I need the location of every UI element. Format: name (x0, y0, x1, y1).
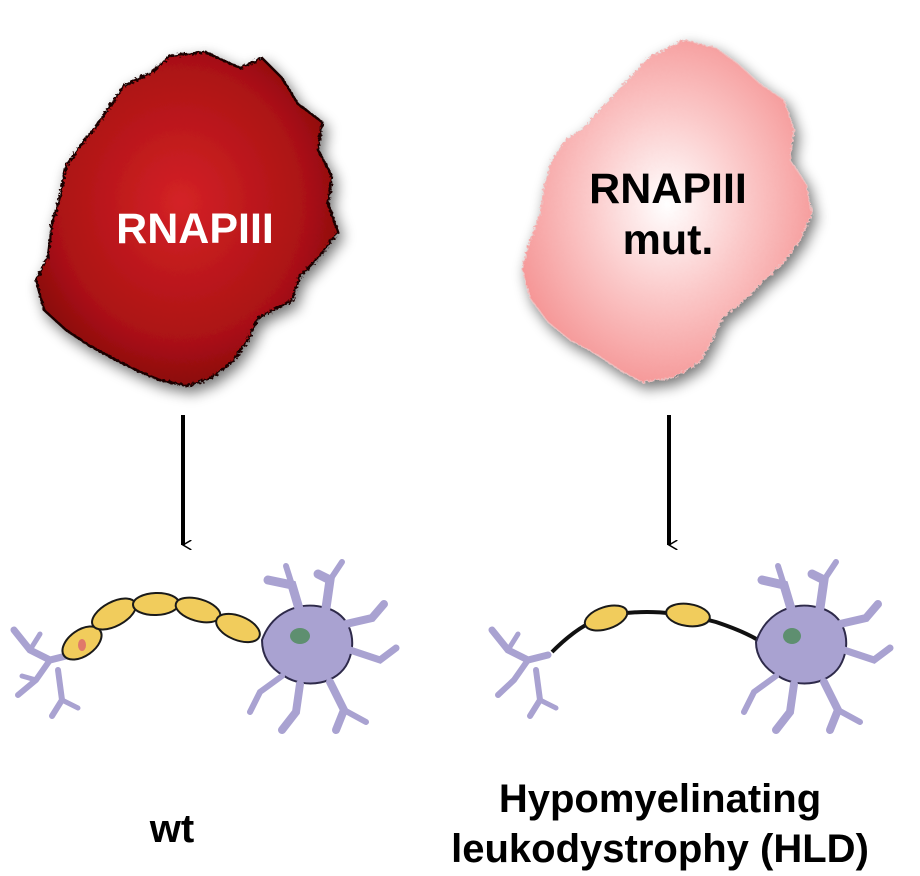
wt-neuron (10, 559, 400, 734)
hld-neuron (488, 559, 894, 734)
wt-axon-terminal (10, 626, 81, 719)
hld-myelin-sheath (583, 602, 711, 632)
hld-caption-line1: Hypomyelinating (499, 777, 821, 821)
wt-soma (247, 559, 400, 734)
hld-caption-line2: leukodystrophy (HLD) (451, 827, 869, 871)
hld-neuron-nucleus (783, 628, 801, 644)
wt-schwann-nucleus (78, 639, 86, 651)
rnapiii-mut-label-line2: mut. (623, 216, 714, 264)
hld-soma (741, 559, 894, 734)
hld-bare-axon (550, 610, 760, 654)
rnapiii-mut-protein (521, 39, 813, 383)
wt-neuron-nucleus (290, 628, 310, 644)
wt-caption: wt (149, 807, 194, 851)
wt-myelin-sheath (61, 591, 261, 661)
rnapiii-wt-label: RNAPIII (116, 205, 274, 253)
rnapiii-mut-label-line1: RNAPIII (589, 165, 747, 213)
rnapiii-wt-protein (34, 50, 340, 388)
hld-axon-terminal (488, 626, 559, 719)
